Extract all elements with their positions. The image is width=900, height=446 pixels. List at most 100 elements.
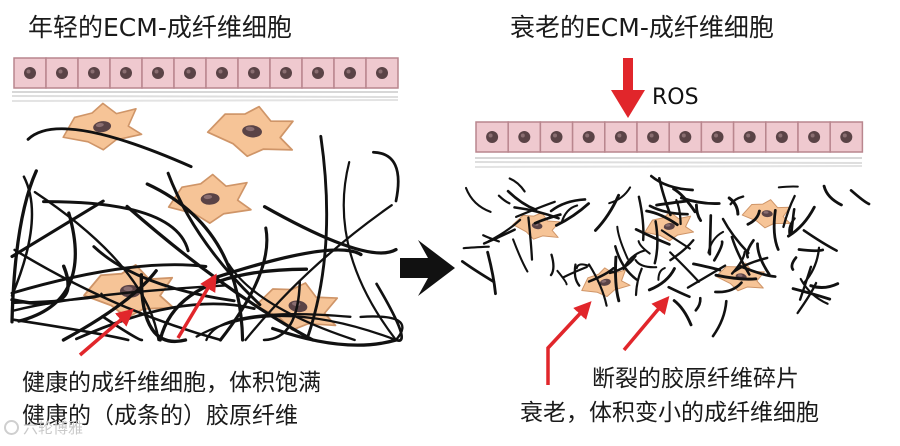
epithelial-cell [604,121,638,153]
collagen-fragment [527,216,534,261]
collagen-fiber [125,204,315,342]
collagen-fiber [101,315,144,342]
collagen-fragment [482,234,501,243]
collagen-fragment [712,240,724,262]
collagen-fragment [549,198,587,213]
collagen-fiber [12,318,130,342]
young-panel-title: 年轻的ECM-成纤维细胞 [28,13,292,42]
collagen-fragment [675,198,682,226]
collagen-fiber [75,302,256,341]
collagen-fragment [637,195,645,242]
collagen-fragment [486,250,497,296]
watermark-text: 六轮博雅 [23,419,84,437]
fibroblast-cell [512,212,561,240]
collagen-fragment [594,193,621,232]
collagen-fragment [508,177,526,193]
watermark-icon [4,420,19,435]
epithelial-cell [109,57,143,89]
collagen-fragment [614,255,621,303]
collagen-fragment [679,196,721,206]
collagen-fiber [42,200,190,253]
collagen-fiber [372,150,400,203]
collagen-fragment [634,259,658,269]
epithelial-cell [797,121,831,153]
collagen-fragment [587,263,608,307]
collagen-fragment [714,273,758,281]
collagen-fragment [649,174,694,192]
young-pointer-arrows [78,273,217,357]
collagen-fiber [227,263,356,342]
collagen-fragment [587,266,615,283]
collagen-fragment [669,239,695,262]
collagen-fragment [694,203,703,222]
fibroblast-cell [206,105,294,158]
epithelial-cell [141,57,175,89]
collagen-fragment [657,267,666,281]
pointer-arrow-fiber-fragment [622,295,670,352]
fibroblast-cell [741,199,791,229]
collagen-fragment [560,204,579,224]
collagen-fiber [244,204,393,342]
collagen-fragment [462,245,490,250]
epithelial-cell [173,57,207,89]
collagen-fragment [799,277,829,305]
collagen-fiber [218,226,269,342]
fibroblast-cell [62,102,143,151]
epithelial-cell [571,121,606,153]
aged-caption-line1: 断裂的胶原纤维碎片 [592,366,799,392]
epithelial-cell [13,57,47,89]
epithelial-cell [539,121,574,153]
fibroblast-cell [581,267,631,298]
young-ecm-panel [10,57,404,357]
collagen-fragment [790,208,796,235]
collagen-fragment [756,242,771,276]
collagen-fragment [554,202,591,227]
collagen-fragment [777,185,799,189]
collagen-fiber [10,263,208,295]
collagen-fragment [515,200,556,218]
aged-basement-membrane [474,157,863,168]
collagen-fiber [10,175,34,297]
collagen-fiber [92,245,236,303]
collagen-fragment [648,204,689,216]
fragmented-collagen-fibers [460,174,871,338]
collagen-fragment [790,256,798,271]
collagen-fragment [464,186,492,213]
collagen-fragment [645,209,679,227]
collagen-fragment [655,199,688,207]
collagen-fiber [139,273,188,343]
young-caption-line1: 健康的成纤维细胞，体积饱满 [22,370,321,396]
collagen-fragment [533,213,562,225]
epithelial-cell [668,121,703,153]
epithelial-cell [475,121,509,153]
collagen-fragment [513,206,560,220]
aged-pointer-arrows [546,295,670,385]
epithelial-cell [365,57,399,89]
collagen-fragment [562,265,588,279]
collagen-fragment [497,194,511,205]
pointer-arrow-fibroblast [78,308,134,357]
collagen-fragment [730,250,746,275]
collagen-fragment [669,251,700,283]
collagen-fiber [10,199,105,259]
collagen-fragment [822,184,843,207]
collagen-fragment [667,285,691,299]
epithelial-cell [237,57,271,89]
collagen-fragment [506,189,538,212]
collagen-fragment [556,269,568,286]
aged-caption-line2: 衰老，体积变小的成纤维细胞 [520,400,819,426]
collagen-fragment [809,282,840,290]
young-basement-membrane [11,91,399,102]
collagen-fiber [271,326,398,347]
collagen-fragment [616,225,629,260]
collagen-fragment [460,260,496,284]
intact-collagen-fibers [10,127,404,347]
collagen-fragment [745,238,755,259]
collagen-fragment [487,218,522,243]
aged-epithelium-layer [475,121,864,153]
collagen-fiber [262,280,302,342]
aged-ecm-panel [460,58,871,385]
collagen-fiber [262,205,398,255]
epithelial-cell [301,57,335,89]
